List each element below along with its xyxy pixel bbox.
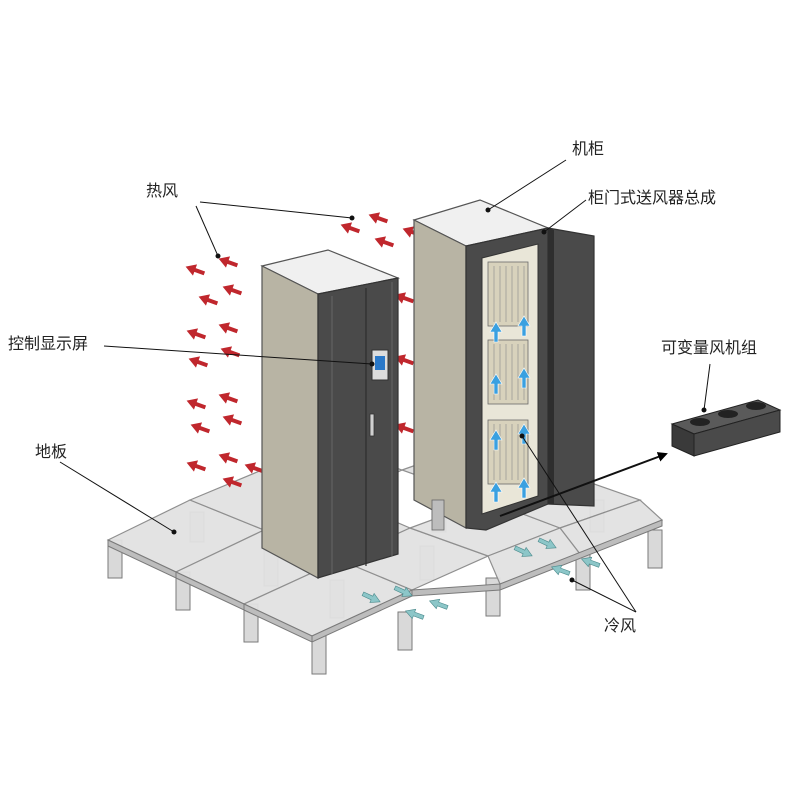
leader-lines: [59, 159, 711, 613]
label-floor: 地板: [35, 442, 68, 461]
leader-dots: [171, 207, 707, 583]
control-display-screen: [375, 356, 385, 370]
label-hot-air: 热风: [146, 181, 179, 200]
label-door-fan-assembly: 柜门式送风器总成: [588, 188, 717, 207]
variable-fan-unit: [670, 399, 782, 457]
label-cold-air: 冷风: [604, 616, 637, 635]
cabinet-door-fan-assembly: [547, 227, 595, 507]
label-cabinet: 机柜: [572, 139, 605, 158]
label-variable-fan-unit: 可变量风机组: [661, 338, 758, 357]
right-cabinet: [412, 199, 595, 531]
label-control-panel: 控制显示屏: [8, 334, 89, 353]
left-cabinet: [260, 249, 401, 580]
